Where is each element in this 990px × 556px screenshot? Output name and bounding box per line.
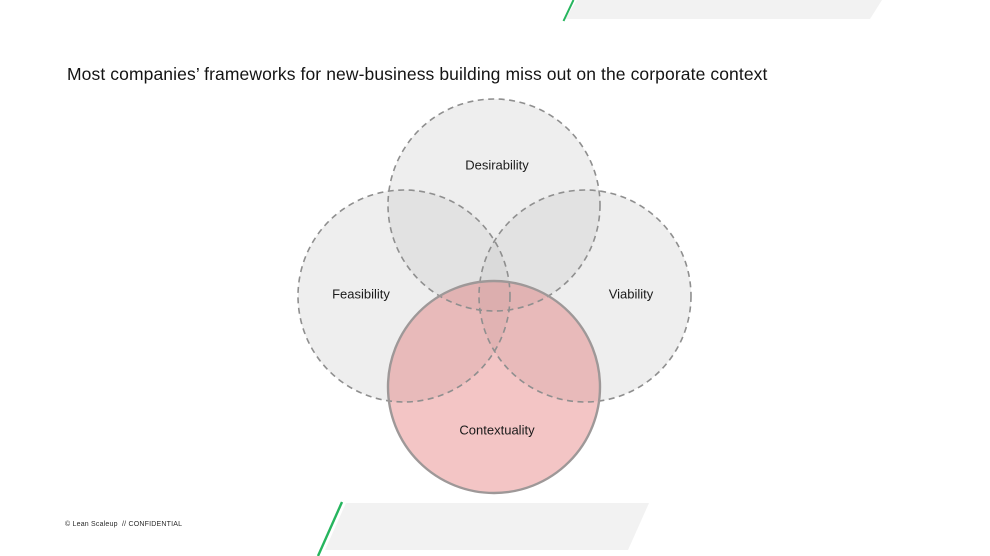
venn-stroke-feasibility [297, 189, 511, 403]
venn-fill-viability [479, 190, 691, 402]
venn-label-viability: Viability [608, 286, 654, 302]
footer-copyright: © Lean Scaleup // CONFIDENTIAL [65, 521, 183, 528]
venn-fill-desirability [388, 99, 600, 311]
venn-label-desirability: Desirability [465, 157, 529, 173]
venn-fill-contextuality [388, 281, 600, 493]
venn-label-contextuality: Contextuality [459, 422, 535, 438]
top-accent-line [562, 0, 575, 22]
bottom-accent-line [316, 501, 344, 556]
venn-stroke-contextuality [386, 279, 602, 495]
top-banner-shape [565, 0, 882, 19]
venn-stroke-desirability [387, 98, 601, 312]
bottom-banner-shape [325, 503, 649, 550]
venn-stroke-viability [478, 189, 692, 403]
venn-label-feasibility: Feasibility [332, 286, 390, 302]
slide-title: Most companies’ frameworks for new-busin… [67, 64, 768, 84]
venn-fill-feasibility [298, 190, 510, 402]
